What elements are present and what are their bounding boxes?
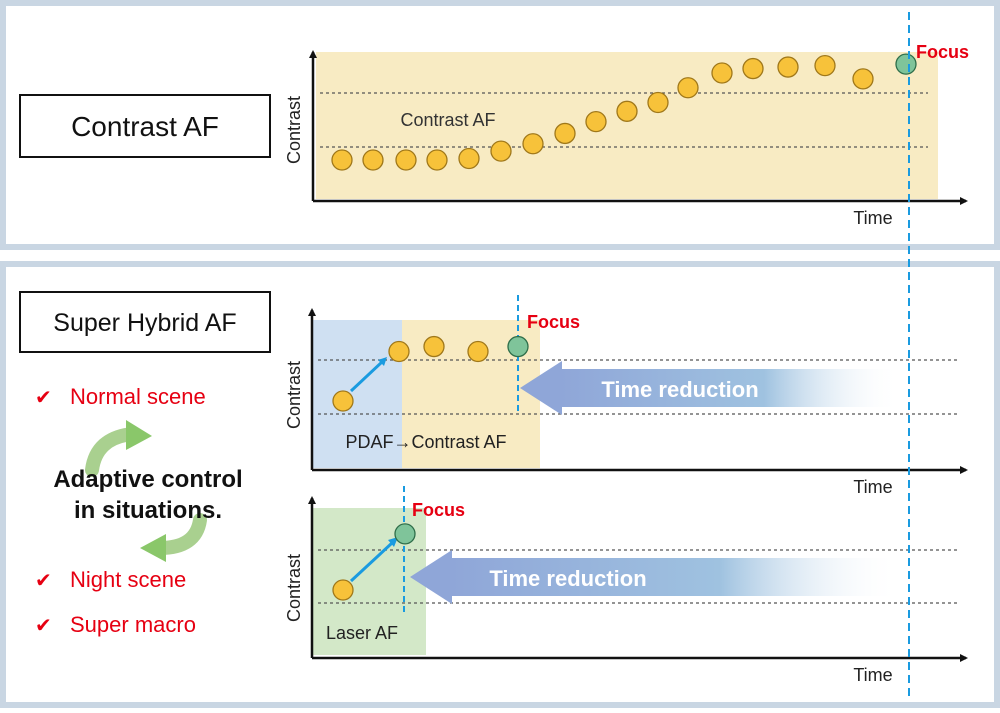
pdaf-region (312, 320, 402, 468)
chart1-focus-label: Focus (527, 312, 580, 332)
contrast-af-label-box (19, 94, 271, 158)
laser-focus-point (394, 523, 416, 545)
chart1-points (332, 335, 529, 412)
time-reduction-arrow (410, 550, 900, 604)
contrast-region (316, 52, 938, 199)
check-icon: ✔ (35, 615, 52, 637)
contrast-af-point (458, 147, 480, 170)
super-hybrid-af-title: Super Hybrid AF (53, 309, 236, 337)
chart2-x-axis-label: Time (853, 665, 892, 685)
pdaf-point (423, 335, 445, 358)
contrast-af-point (331, 149, 353, 171)
chart2-rise-arrowhead (388, 537, 398, 547)
pdaf-point (467, 340, 489, 363)
chart2-time-reduction-label: Time reduction (489, 566, 646, 591)
chart1-y-axis-label: Contrast (284, 361, 304, 429)
adaptive-control-line1: Adaptive control (53, 466, 242, 493)
contrast-af-point (616, 100, 638, 122)
top-y-axis-label: Contrast (284, 96, 304, 164)
contrast-af-point (554, 122, 576, 145)
contrast-af-point (490, 140, 512, 162)
chart1-rise-arrowhead (378, 357, 387, 366)
contrast-af-point (777, 56, 799, 78)
contrast-af-focus-point (895, 53, 917, 75)
contrast-af-point (362, 149, 384, 171)
pdaf-point (332, 390, 354, 412)
chart1-rise-arrow (349, 360, 384, 393)
check-icon: ✔ (35, 570, 52, 592)
pdaf-point (388, 340, 410, 363)
contrast-region-label: Contrast AF (400, 110, 495, 130)
contrast-af-points (331, 53, 917, 171)
time-reduction-arrow (520, 361, 900, 415)
check-night-scene: Night scene (70, 567, 186, 592)
chart2-points (332, 523, 416, 601)
chart1-time-reduction-label: Time reduction (601, 377, 758, 402)
contrast-af-point (852, 68, 874, 90)
check-super-macro: Super macro (70, 612, 196, 637)
chart1-region-label: PDAF→Contrast AF (345, 432, 506, 452)
contrast-af-point (677, 77, 699, 99)
adaptive-control-line2: in situations. (74, 497, 222, 524)
chart1-x-axis-label: Time (853, 477, 892, 497)
contrast-af-point (585, 111, 607, 133)
chart2-y-axis-label: Contrast (284, 554, 304, 622)
contrast-af-point (426, 149, 448, 171)
contrast-af-point (395, 149, 417, 171)
contrast-af-point (742, 57, 764, 80)
chart2-rise-arrow (349, 541, 394, 583)
chart2-focus-label: Focus (412, 500, 465, 520)
laser-point (332, 579, 354, 601)
contrast-af-title: Contrast AF (71, 111, 219, 142)
cycle-arrows-icon (85, 420, 207, 562)
contrast-af-point (647, 91, 669, 114)
check-icon: ✔ (35, 387, 52, 409)
top-focus-label: Focus (916, 42, 969, 62)
super-hybrid-af-label-box (19, 291, 271, 353)
chart2-region-label: Laser AF (326, 623, 398, 643)
check-normal-scene: Normal scene (70, 384, 206, 409)
contrast-af-point (711, 62, 733, 84)
contrast-af-point (522, 133, 544, 155)
pdaf-focus-point (507, 335, 529, 358)
top-x-axis-label: Time (853, 208, 892, 228)
contrast-af-point (814, 54, 836, 77)
